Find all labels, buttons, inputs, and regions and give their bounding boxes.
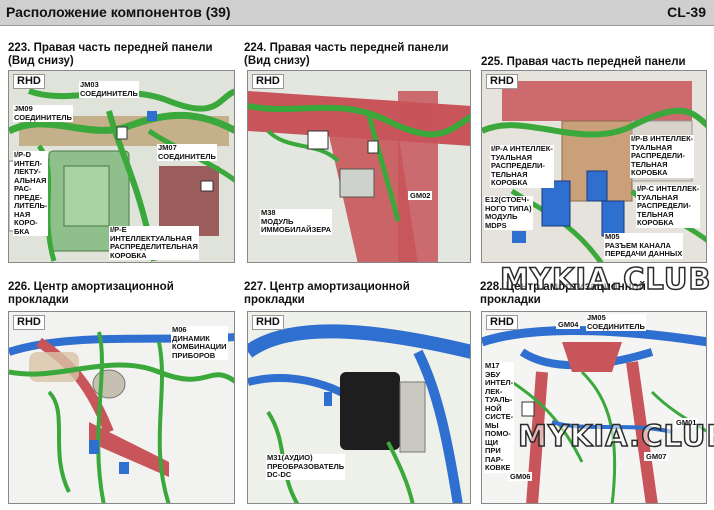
label-gm04: GM04 (556, 320, 581, 329)
caption-226: 226. Центр амортизационной прокладки (8, 281, 174, 306)
label-gm07: GM07 (644, 452, 669, 461)
rhd-badge: RHD (486, 74, 518, 89)
caption-228: 228. Центр амортизационной прокладки (480, 281, 646, 306)
label-gm06: GM06 (508, 472, 533, 481)
figure-228-drawing (482, 312, 706, 503)
caption-225: 225. Правая часть передней панели (481, 56, 686, 68)
label-m17: M17 ЭБУ ИНТЕЛ- ЛЕК- ТУАЛЬ- НОЙ СИСТЕ- МЫ… (484, 361, 515, 473)
rhd-badge: RHD (13, 74, 45, 89)
figure-228: RHD GM04 JM05 СОЕДИНИТЕЛЬ M17 ЭБУ ИНТЕЛ-… (481, 311, 707, 504)
label-jm03: JM03 СОЕДИНИТЕЛЬ (79, 80, 139, 98)
label-jm07: JM07 СОЕДИНИТЕЛЬ (157, 143, 217, 161)
page-title: Расположение компонентов (39) (6, 4, 231, 20)
figure-227: RHD M31(АУДИО) ПРЕОБРАЗОВАТЕЛЬ DC-DC (247, 311, 471, 504)
watermark-bottom: MYKIA.CLUB (517, 418, 714, 454)
caption-227: 227. Центр амортизационной прокладки (244, 281, 410, 306)
caption-223: 223. Правая часть передней панели (Вид с… (8, 42, 213, 67)
label-m06: M06 ДИНАМИК КОМБИНАЦИИ ПРИБОРОВ (171, 325, 228, 360)
label-ipb: I/P-B ИНТЕЛЛЕК- ТУАЛЬНАЯ РАСПРЕДЕЛИ- ТЕЛ… (630, 134, 695, 178)
label-gm02: GM02 (408, 191, 433, 200)
figure-226: RHD M06 ДИНАМИК КОМБИНАЦИИ ПРИБОРОВ (8, 311, 235, 504)
figure-223: RHD JM03 СОЕДИНИТЕЛЬ JM09 СОЕДИНИТЕЛЬ JM… (8, 70, 235, 263)
label-ipd: I/P-D ИНТЕЛ- ЛЕКТУ- АЛЬНАЯ РАС- ПРЕДЕ- Л… (13, 150, 49, 236)
label-ipa: I/P-A ИНТЕЛЛЕК- ТУАЛЬНАЯ РАСПРЕДЕЛИ- ТЕЛ… (490, 144, 554, 188)
label-gm01: GM01 (674, 418, 699, 427)
label-m31: M31(АУДИО) ПРЕОБРАЗОВАТЕЛЬ DC-DC (266, 453, 346, 480)
page-code: CL-39 (667, 4, 706, 20)
label-m05: M05 РАЗЪЕМ КАНАЛА ПЕРЕДАЧИ ДАННЫХ (604, 232, 684, 259)
label-e12: E12(СТОЕЧ- НОГО ТИПА) МОДУЛЬ MDPS (484, 195, 533, 230)
figure-225: RHD I/P-A ИНТЕЛЛЕК- ТУАЛЬНАЯ РАСПРЕДЕЛИ-… (481, 70, 707, 263)
label-jm05: JM05 СОЕДИНИТЕЛЬ (586, 313, 646, 331)
figure-224: RHD GM02 M38 МОДУЛЬ ИММОБИЛАЙЗЕРА (247, 70, 471, 263)
label-jm09: JM09 СОЕДИНИТЕЛЬ (13, 104, 73, 122)
rhd-badge: RHD (252, 74, 284, 89)
rhd-badge: RHD (486, 315, 518, 330)
label-ipe: I/P-E ИНТЕЛЛЕКТУАЛЬНАЯ РАСПРЕДЕЛИТЕЛЬНАЯ… (109, 225, 199, 260)
watermark-top: MYKIA.CLUB (499, 261, 712, 297)
rhd-badge: RHD (13, 315, 45, 330)
label-ipc: I/P-C ИНТЕЛЛЕК- ТУАЛЬНАЯ РАСПРЕДЕЛИ- ТЕЛ… (636, 184, 701, 228)
page-header: Расположение компонентов (39) CL-39 (0, 0, 714, 26)
label-m38: M38 МОДУЛЬ ИММОБИЛАЙЗЕРА (260, 208, 333, 235)
rhd-badge: RHD (252, 315, 284, 330)
caption-224: 224. Правая часть передней панели (Вид с… (244, 42, 449, 67)
